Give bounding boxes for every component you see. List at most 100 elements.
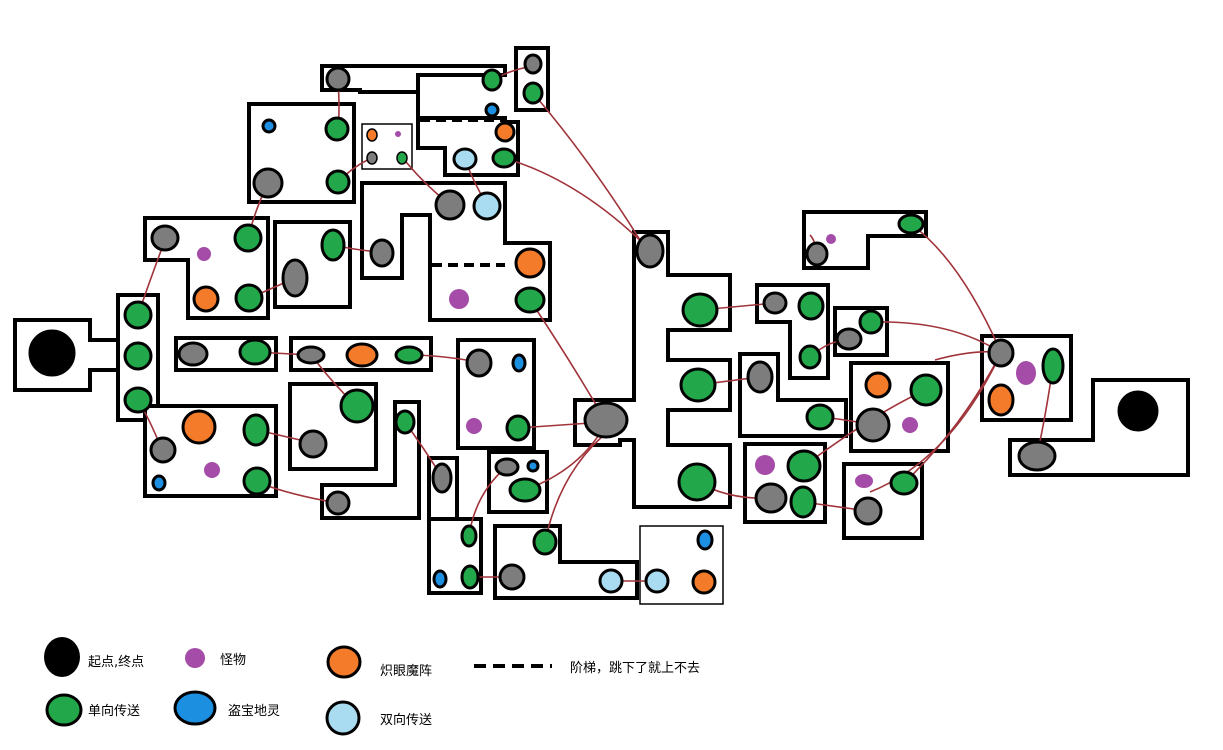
treasure-goblin-node [432,569,448,589]
treasure-goblin-node [526,459,540,473]
teleport-link [903,354,1001,484]
legend-monster-swatch [185,648,205,668]
one-way-teleport [798,344,822,370]
teleport-link [503,157,651,251]
bottom-corridor-room [320,400,421,520]
treasure-goblin-nodes [151,102,714,589]
legend: 起点,终点 怪物 炽眼魔阵 阶梯，跳下了就上不去 单向传送 盗宝地灵 双向传送 [44,637,700,736]
blazing-eye-node [691,569,717,595]
teleport-link [869,354,1001,493]
stairs-lines [420,118,505,521]
two-way-teleport [644,568,670,594]
legend-one-way-label: 单向传送 [88,703,140,719]
one-way-teleport [339,388,375,424]
monster-node [449,289,469,309]
legend-item-treasure-goblin: 盗宝地灵 [173,690,280,726]
one-way-teleport [491,147,517,169]
right-top-room [802,210,928,270]
blazing-eye-node [181,409,217,445]
gray-node [177,341,209,367]
one-way-teleport [325,169,351,195]
one-way-teleport [123,386,153,414]
gray-node [987,338,1015,368]
blazing-eye-node [366,128,378,142]
monster-node [197,247,211,261]
one-way-teleport [505,414,531,442]
gray-node [1017,440,1057,472]
one-way-teleport [396,151,408,165]
one-way-teleport [797,291,825,321]
one-way-teleport [522,81,544,105]
legend-start-end-swatch [44,637,80,677]
blazing-eye-node [345,342,379,368]
one-way-teleport [1041,347,1065,385]
legend-two-way-swatch [325,700,361,736]
gray-node [465,348,493,378]
start-point-marker [28,329,76,377]
one-way-teleport [324,116,350,142]
one-way-teleports [123,68,1065,590]
blazing-eye-node [987,383,1015,417]
treasure-goblin-node [511,353,527,373]
legend-item-blazing-eye: 炽眼魔阵 [326,645,432,679]
teleport-link [532,92,641,241]
one-way-teleport [320,228,346,262]
one-way-teleport [460,524,478,548]
gray-node [635,233,665,269]
two-way-teleports [452,147,670,594]
teleport-link [529,299,606,421]
gray-node [325,66,351,92]
one-way-teleport [394,345,424,365]
one-way-teleport [123,300,153,330]
gray-node [150,224,180,252]
legend-treasure-goblin-label: 盗宝地灵 [228,703,280,719]
monster-node [902,417,918,433]
gray-node [298,429,328,459]
one-way-teleport [242,413,270,447]
one-way-teleport [238,338,272,366]
gray-nodes [149,53,1057,591]
rooms [13,46,1190,605]
treasure-goblin-node [696,529,714,551]
one-way-teleport [508,477,542,503]
two-way-teleport [598,568,624,594]
gray-node [762,291,788,315]
monster-node [826,234,836,244]
gray-node [523,53,543,75]
blazing-eye-node [192,285,220,313]
one-way-teleport [242,466,272,496]
gray-node [835,327,863,351]
legend-blazing-eye-swatch [326,645,362,679]
gray-node [366,151,378,165]
legend-treasure-goblin-swatch [173,690,217,726]
gray-node [805,241,829,267]
gray-node [369,238,395,268]
treasure-goblin-node [261,118,277,134]
monster-node [204,462,220,478]
teleport-link [910,223,1001,351]
gray-node [252,167,284,199]
monster-node [1016,361,1036,385]
one-way-teleport [805,403,835,431]
end-point-marker [1117,390,1159,432]
monster-node [755,455,775,475]
legend-item-start-end: 起点,终点 [44,637,144,677]
one-way-teleport [897,213,925,235]
one-way-teleport [679,367,717,403]
gray-node [296,345,326,365]
legend-stairs-label: 阶梯，跳下了就上不去 [570,661,700,676]
blazing-eye-node [494,121,516,143]
blazing-eye-node [864,371,892,399]
gray-node [325,490,351,516]
one-way-teleport [786,449,822,483]
gray-node [149,436,177,464]
legend-blazing-eye-label: 炽眼魔阵 [380,664,432,679]
one-way-teleport [123,341,153,371]
legend-item-monster: 怪物 [185,648,246,668]
legend-item-stairs: 阶梯，跳下了就上不去 [474,661,700,676]
treasure-goblin-node [484,102,500,118]
gray-node [855,407,891,443]
one-way-teleport [858,309,884,335]
teleport-link [544,429,611,543]
